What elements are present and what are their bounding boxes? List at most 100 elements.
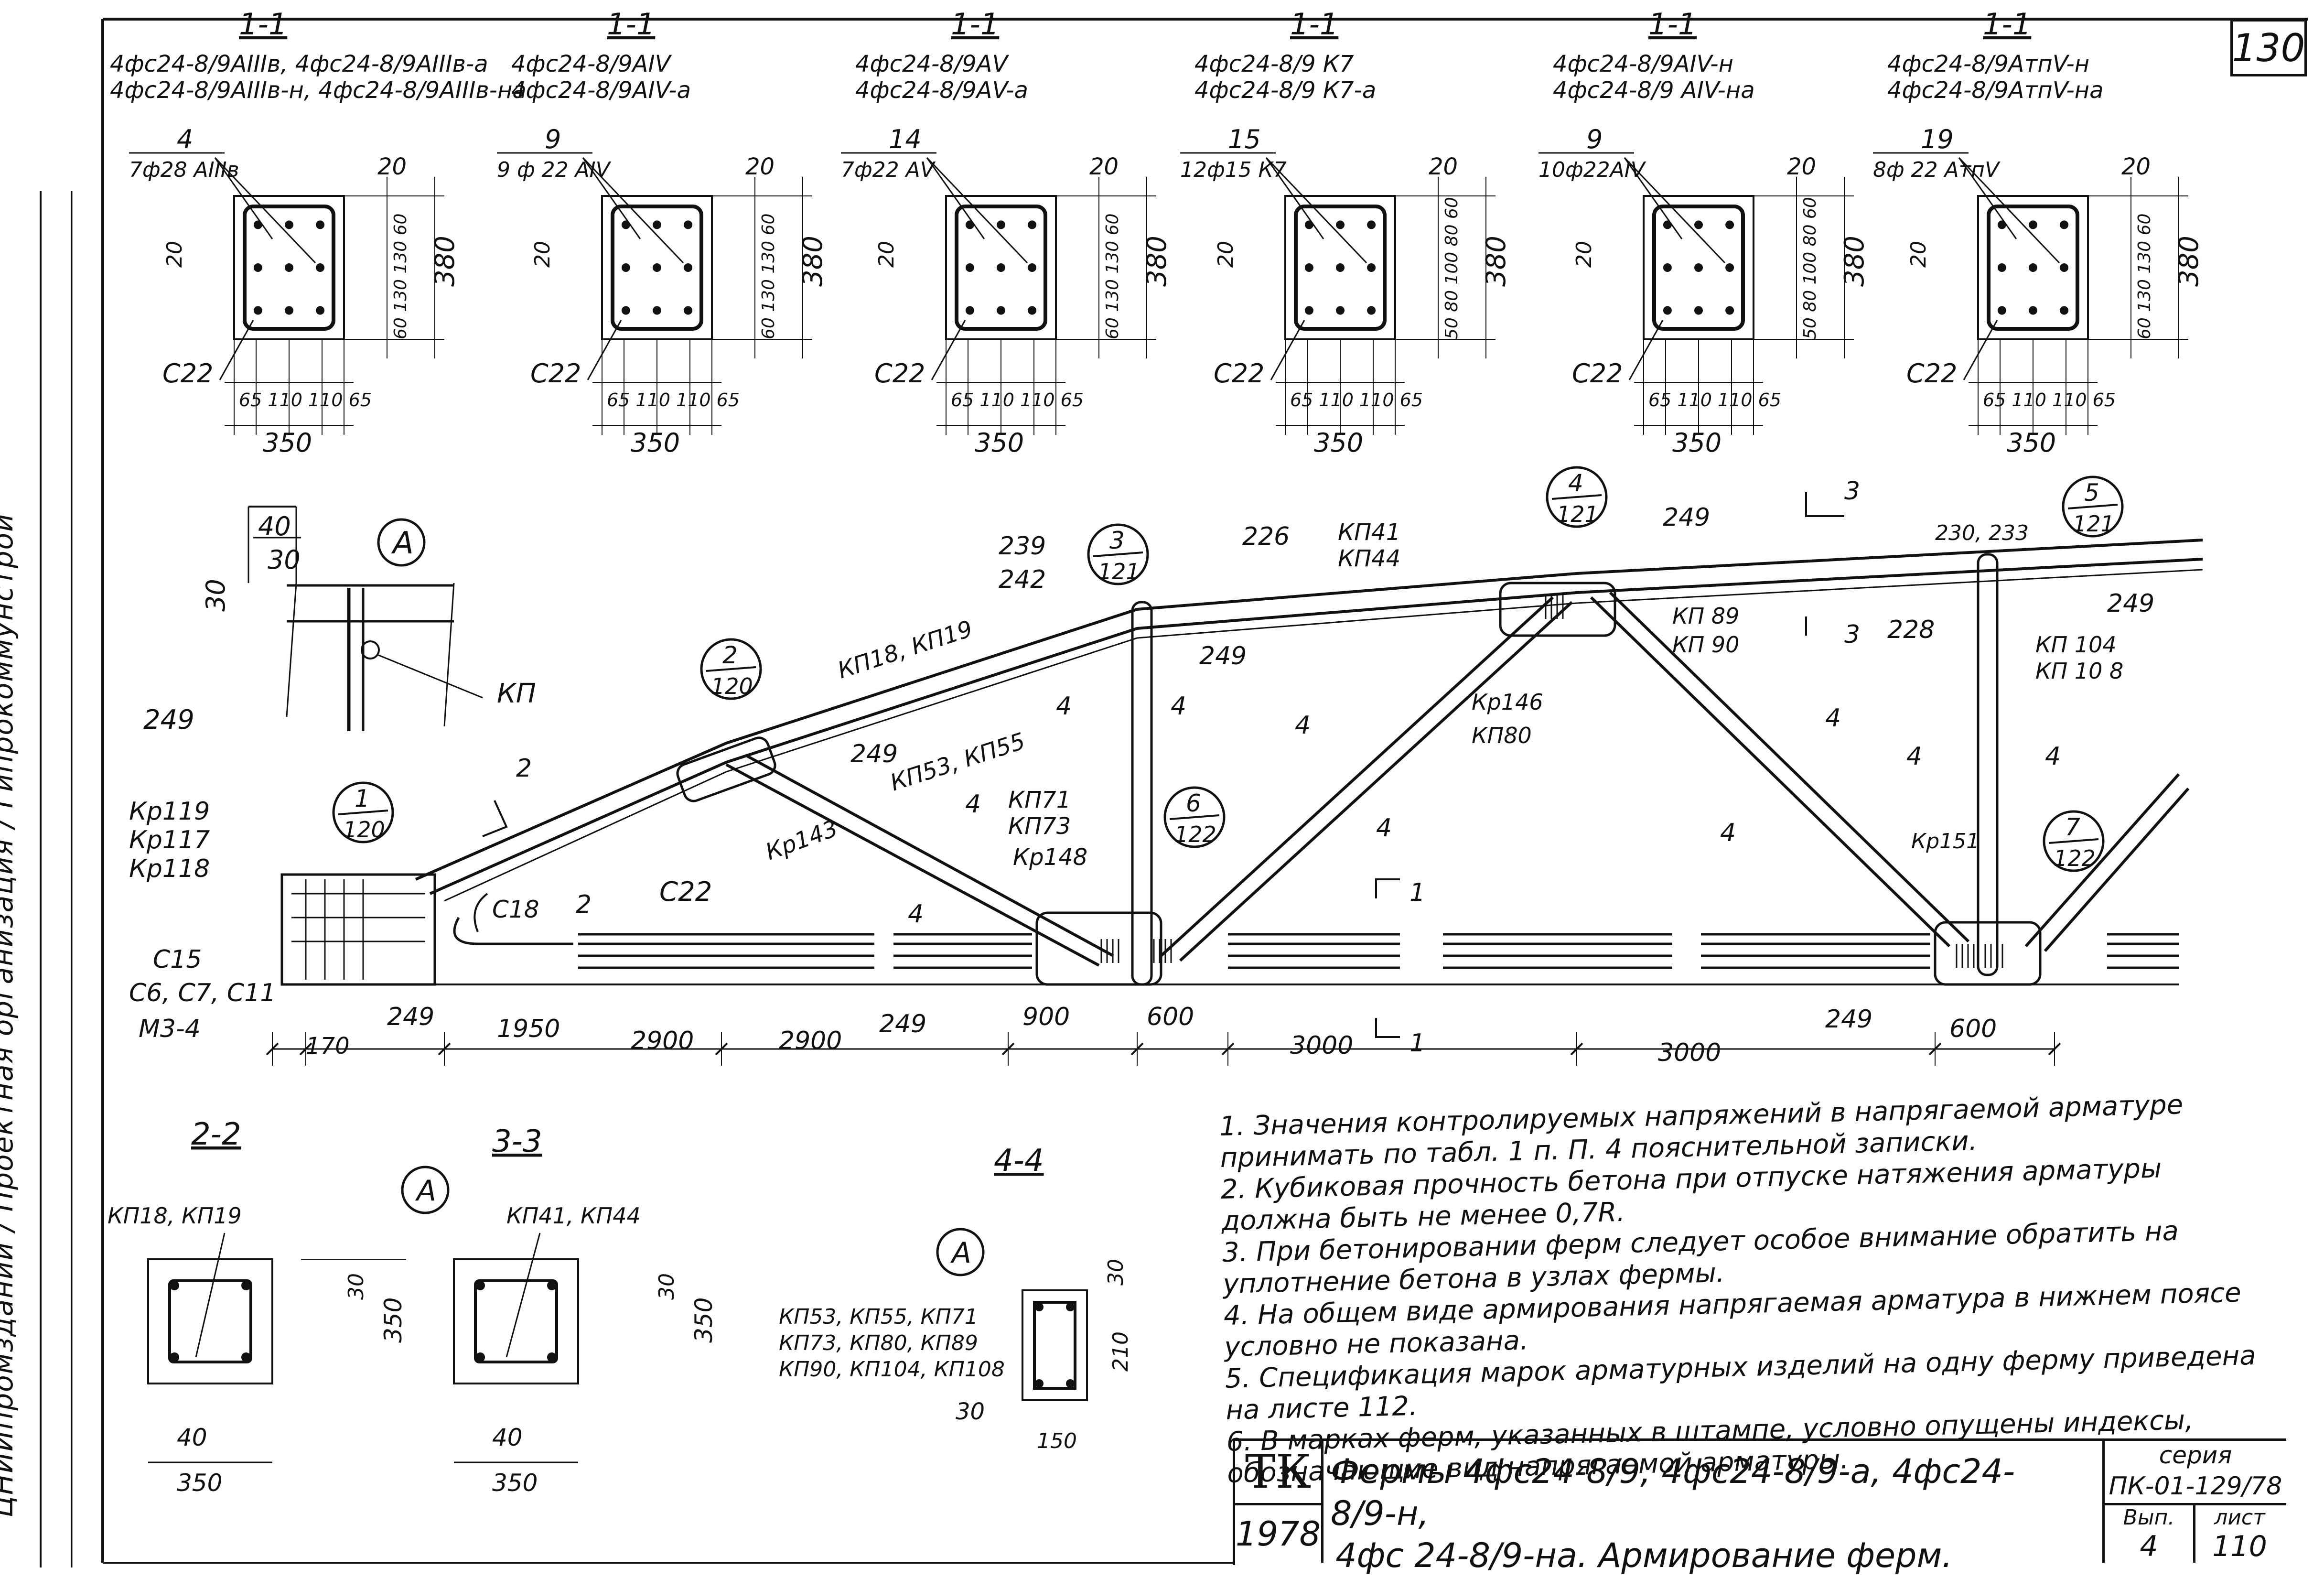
- section-bar-pos: 9: [545, 124, 561, 154]
- lbl-kp143: Кр143: [762, 815, 841, 865]
- lbl-kp41: КП41: [1338, 519, 1400, 546]
- lbl-kp118: Кр118: [129, 854, 210, 883]
- diagonal-3-b: [1609, 591, 1970, 943]
- section-cover-left: 20: [1214, 241, 1238, 268]
- dim-5: 600: [1147, 1003, 1194, 1031]
- dim-1: 1950: [497, 1015, 560, 1043]
- rebar-dot: [1725, 306, 1734, 315]
- section-height: 380: [430, 236, 461, 287]
- section-bar-pos: 9: [1586, 124, 1603, 154]
- lbl-249-h: 249: [1825, 1005, 1872, 1034]
- cut-4-c: 4: [1295, 711, 1311, 740]
- cut-4-b: 4: [1171, 692, 1186, 721]
- diagonal-4-a: [2024, 773, 2180, 947]
- lbl-228: 228: [1887, 616, 1935, 644]
- section-3-3: 3-3 A КП41, КП44 30 350 40 350: [401, 1124, 718, 1497]
- section-cover-left: 20: [874, 241, 899, 268]
- section-stirrup: [955, 205, 1047, 331]
- section-mark-2: 4фс24-8/9АтпV-на: [1887, 77, 2104, 104]
- dimension-ticks: [266, 1032, 2061, 1066]
- section-2-2: 2-2 КП18, КП19 30 350 40 350: [108, 1117, 407, 1497]
- a-mark-1: A: [415, 1174, 436, 1208]
- section-cover-left: 20: [1906, 241, 1931, 268]
- section-bar-spec: 12ф15 К7: [1180, 158, 1287, 182]
- section-4-4-d150: 150: [1037, 1429, 1077, 1453]
- node-bottom: 121: [2073, 511, 2115, 537]
- lbl-kp80: КП80: [1472, 723, 1532, 748]
- lbl-249-f: 249: [387, 1003, 434, 1031]
- section-3-3-d40: 40: [492, 1424, 523, 1451]
- c18-hook: [473, 893, 488, 932]
- cut-3-bottom: 3: [1844, 620, 1860, 649]
- rebar-dot: [1725, 263, 1734, 272]
- section-vdims: 60 130 130 60: [759, 214, 778, 339]
- section-grid: 65 110 110 65: [607, 389, 740, 411]
- lbl-249-g: 249: [879, 1010, 926, 1038]
- series-value: ПК-01-129/78: [2105, 1470, 2286, 1505]
- rebar-dot: [2029, 306, 2037, 315]
- detail-a-label: A: [391, 526, 414, 561]
- rebar-dot: [1336, 263, 1345, 272]
- rebar-dot: [653, 263, 661, 272]
- section-cover: 20: [2121, 153, 2151, 180]
- rebar-dot: [285, 220, 293, 229]
- section-grid: 65 110 110 65: [1648, 389, 1781, 411]
- section-width: 350: [263, 428, 312, 458]
- section-height: 380: [1141, 236, 1173, 287]
- node-block-2: [676, 736, 776, 802]
- section-mark-2: 4фс24-8/9АIIIв-н, 4фс24-8/9АIIIв-на: [110, 77, 527, 104]
- rebar-dot: [997, 220, 1005, 229]
- issue-cell: Вып. 4: [2105, 1505, 2195, 1563]
- node-block-7: [1934, 921, 2042, 986]
- cut-3-top: 3: [1844, 477, 1860, 506]
- section-bar-spec: 10ф22АIV: [1539, 158, 1646, 182]
- section-mark-1: 4фс24-8/9АIV: [511, 51, 672, 77]
- detail-a-kp: КП: [497, 678, 536, 709]
- rebar-dot: [253, 263, 262, 272]
- section-mark-2: 4фс24-8/9 АIV-на: [1553, 77, 1755, 104]
- lbl-kp90: КП 90: [1672, 632, 1739, 658]
- section-grid: 65 110 110 65: [1983, 389, 2116, 411]
- dim-0: 170: [306, 1033, 350, 1059]
- rebar-dot: [997, 263, 1005, 272]
- rebar-dot: [253, 306, 262, 315]
- section-cover: 20: [1429, 153, 1458, 180]
- rebar-dot: [653, 220, 661, 229]
- lbl-kp146: Кр146: [1472, 689, 1543, 715]
- rebar-dot: [1028, 263, 1037, 272]
- section-bar-pos: 19: [1921, 124, 1954, 154]
- cut-4-a: 4: [1056, 692, 1072, 721]
- rebar-dot: [653, 306, 661, 315]
- sheet-label: лист: [2214, 1505, 2265, 1530]
- diagonal-2-a: [1160, 596, 1554, 957]
- section-3-3-d30: 30: [655, 1273, 679, 1300]
- rebar-dot: [2060, 263, 2069, 272]
- section-height: 380: [1839, 236, 1870, 287]
- rebar-dot: [1997, 306, 2006, 315]
- section-mark-2: 4фс24-8/9 К7-а: [1194, 77, 1376, 104]
- rebar-dot: [1694, 263, 1703, 272]
- node-top: 3: [1109, 527, 1125, 554]
- section-bar-spec: 8ф 22 АтпV: [1873, 158, 2001, 182]
- lbl-kp148: Кр148: [1013, 844, 1087, 871]
- bottom-chord-bars: [291, 879, 2179, 980]
- lbl-kp53: КП53, КП55: [887, 728, 1028, 797]
- lbl-226: 226: [1242, 522, 1290, 551]
- title-line-1: Фермы 4фс24-8/9, 4фс24-8/9-а, 4фс24-8/9-…: [1331, 1452, 2015, 1533]
- lbl-kp119: Кр119: [129, 797, 210, 826]
- rebar-dot: [965, 306, 974, 315]
- section-width: 350: [1672, 428, 1721, 458]
- lbl-230: 230, 233: [1935, 521, 2029, 545]
- lbl-kp44: КП44: [1338, 545, 1400, 572]
- section-bar-spec: 7ф22 АV: [841, 158, 936, 182]
- rebar-dot: [1725, 220, 1734, 229]
- section-stirrup: [1652, 205, 1745, 331]
- section-mark-1: 4фс24-8/9АV: [855, 51, 1009, 77]
- lbl-kp89: КП 89: [1672, 603, 1739, 629]
- section-cover-left: 20: [1572, 241, 1596, 268]
